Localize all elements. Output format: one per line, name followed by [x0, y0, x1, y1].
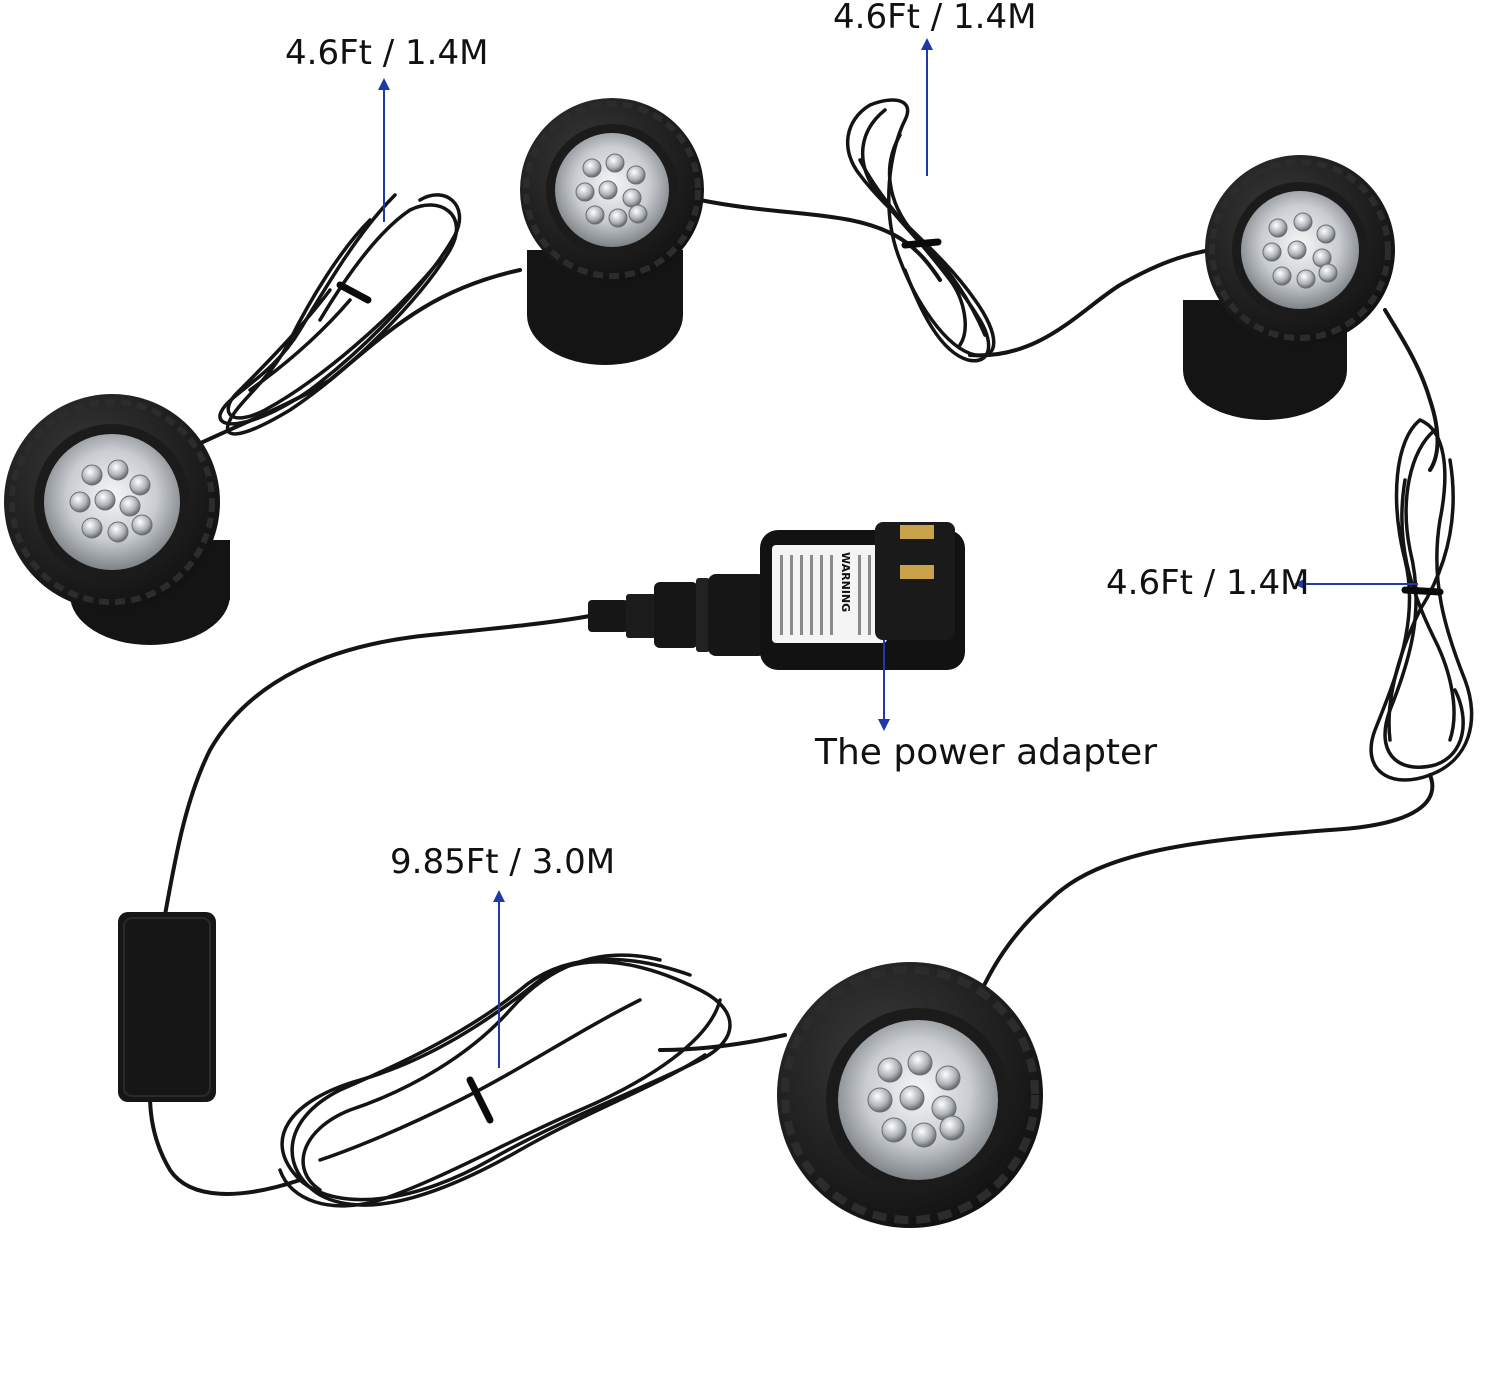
dimension-arrows [378, 38, 1418, 1068]
lamp-3 [1183, 155, 1395, 420]
cable-3-length-label: 4.6Ft / 1.4M [1106, 563, 1310, 603]
cable-controller-adapter [163, 613, 597, 917]
cable-coil-4 [278, 953, 732, 1208]
cable-lamp2-coil2 [698, 198, 942, 282]
cable-2-length-label: 4.6Ft / 1.4M [833, 0, 1037, 37]
lamp-2 [520, 98, 704, 365]
cable-lamp3-coil3 [1383, 308, 1440, 472]
cable-1-length-label: 4.6Ft / 1.4M [285, 33, 489, 73]
lamp-3-leds [1262, 212, 1338, 289]
lamp-1 [4, 394, 230, 645]
cable-coil-3 [1369, 418, 1474, 782]
cable-coil-1 [218, 193, 462, 436]
adapter-warning-text: WARNING [839, 552, 852, 612]
cable-coil4-controller [148, 1093, 302, 1196]
cables [148, 98, 1474, 1208]
lamp-4 [777, 962, 1043, 1228]
adapter-prong-1 [900, 525, 934, 539]
cable-coil-2 [845, 98, 996, 363]
lamp-2-leds [575, 153, 648, 228]
power-adapter-label: The power adapter [815, 732, 1157, 773]
cable-coil3-lamp4 [973, 773, 1435, 1007]
cable-ties [336, 238, 1444, 1124]
power-adapter: WARNING [588, 522, 965, 670]
inline-controller [118, 912, 216, 1102]
lamp-1-leds [69, 459, 153, 543]
adapter-prong-2 [900, 565, 934, 579]
lamp-4-leds [867, 1050, 965, 1148]
cable-coil2-lamp3 [968, 248, 1212, 358]
cable-4-length-label: 9.85Ft / 3.0M [390, 842, 616, 882]
